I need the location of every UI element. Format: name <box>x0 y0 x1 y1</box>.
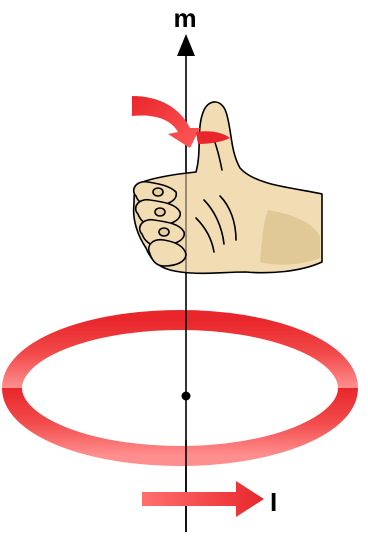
axis-arrowhead <box>177 34 195 56</box>
current-label-i: I <box>270 487 277 517</box>
right-arrow-icon <box>142 481 264 517</box>
center-dot <box>182 392 191 401</box>
thumbs-up-hand-icon <box>134 102 322 273</box>
axis-label-m: m <box>173 3 196 33</box>
current-loop-back <box>12 320 348 388</box>
current-loop-front <box>12 388 348 456</box>
